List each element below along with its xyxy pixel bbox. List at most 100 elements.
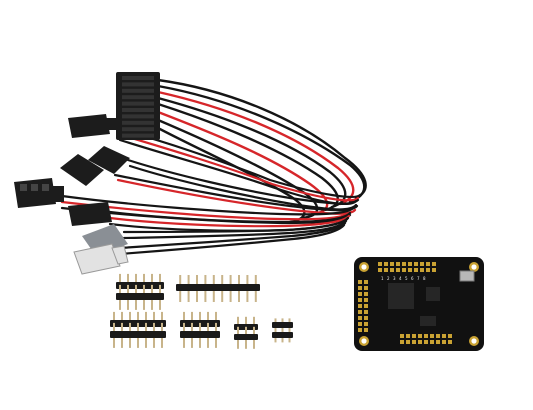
- multi-pin-connector: [116, 72, 160, 140]
- header-plastic: [272, 322, 293, 328]
- silkscreen-label: 2: [387, 276, 390, 281]
- pcb-pad: [396, 268, 400, 272]
- pcb-pad: [378, 262, 382, 266]
- mounting-holes: [359, 262, 479, 346]
- pcb-pad: [426, 268, 430, 272]
- header-pads-bottom: [400, 334, 452, 344]
- pcb-pad: [400, 340, 404, 344]
- header-pads-left: [358, 280, 368, 332]
- silkscreen-label: 6: [411, 276, 414, 281]
- pcb-pad: [420, 268, 424, 272]
- connector-cell: [122, 101, 154, 106]
- pcb-pad: [358, 292, 362, 296]
- header-plastic: [272, 332, 293, 338]
- pcb-pad: [384, 262, 388, 266]
- pin-header-right-angle-2x3: [272, 318, 293, 343]
- pcb-pad: [400, 334, 404, 338]
- pin-header-2x6-upper: [116, 273, 164, 310]
- pin-header-1x10-straight: [176, 275, 260, 302]
- header-pads-top: [378, 262, 436, 272]
- pcb-pad: [424, 334, 428, 338]
- silkscreen-label: 8: [423, 276, 426, 281]
- pcb-pad: [384, 268, 388, 272]
- pcb-pad: [358, 316, 362, 320]
- pcb-pad: [406, 340, 410, 344]
- pcb-pad: [364, 286, 368, 290]
- silkscreen-label: 3: [393, 276, 396, 281]
- pcb-pad: [424, 340, 428, 344]
- pcb-pad: [402, 268, 406, 272]
- pcb-pad: [390, 268, 394, 272]
- servo-plug-mid-left: [60, 154, 104, 186]
- pcb-pad: [426, 262, 430, 266]
- pcb-pad: [432, 262, 436, 266]
- header-plastic: [116, 293, 164, 300]
- pin-header-2x4: [180, 311, 220, 348]
- header-plastic: [176, 284, 260, 291]
- servo-plug-lower: [68, 202, 112, 226]
- connector-cell: [122, 76, 154, 80]
- mounting-hole-bore: [361, 338, 367, 344]
- pcb-pad: [408, 268, 412, 272]
- servo-wire-harness: [14, 72, 367, 275]
- pcb-pad: [432, 268, 436, 272]
- pin-header-2x6-lower: [110, 311, 166, 348]
- connector-cell: [122, 114, 154, 119]
- pcb-pad: [364, 322, 368, 326]
- pcb-pad: [364, 292, 368, 296]
- pcb-pad: [390, 262, 394, 266]
- pcb-pad: [406, 334, 410, 338]
- regulator-chip: [420, 316, 436, 326]
- pcb-pad: [358, 310, 362, 314]
- connector-cell: [122, 88, 154, 93]
- servo-plug-white: [73, 243, 129, 275]
- pin-header-2x3: [234, 316, 258, 349]
- pcb-pad: [358, 286, 362, 290]
- pcb-pad: [358, 298, 362, 302]
- pcb-pad: [412, 340, 416, 344]
- pcb-pad: [364, 298, 368, 302]
- silkscreen-label: 1: [381, 276, 384, 281]
- pcb-pad: [414, 262, 418, 266]
- mounting-hole-bore: [361, 264, 367, 270]
- pcb-pad: [442, 340, 446, 344]
- pcb-pad: [418, 340, 422, 344]
- pcb-pad: [364, 280, 368, 284]
- pcb-pad: [358, 304, 362, 308]
- usb-port: [459, 270, 475, 282]
- pcb-pad: [358, 322, 362, 326]
- pcb-pad: [378, 268, 382, 272]
- connector-cell: [122, 82, 154, 87]
- header-plastic: [234, 334, 258, 340]
- pcb-pad: [420, 262, 424, 266]
- pcb-pad: [436, 334, 440, 338]
- pcb-pad: [408, 262, 412, 266]
- pcb-pad: [414, 268, 418, 272]
- connector-cell: [122, 133, 154, 138]
- pcb-pad: [430, 340, 434, 344]
- pcb-pad: [364, 304, 368, 308]
- header-plastic: [180, 331, 220, 338]
- silkscreen-label: 7: [417, 276, 420, 281]
- pcb-pad: [396, 262, 400, 266]
- pcb-pad: [402, 262, 406, 266]
- servo-plug-left: [14, 178, 64, 208]
- mounting-hole-bore: [471, 264, 477, 270]
- pcb-pad: [412, 334, 416, 338]
- sensor-chip: [426, 287, 440, 301]
- mounting-hole-bore: [471, 338, 477, 344]
- pcb-pad: [436, 340, 440, 344]
- connector-cell: [122, 108, 154, 112]
- plug-hole: [20, 184, 27, 191]
- mcu-chip: [388, 283, 414, 309]
- header-plastic: [110, 331, 166, 338]
- silkscreen-label: 5: [405, 276, 408, 281]
- pin-header-set: [110, 273, 293, 349]
- pcb-pad: [358, 328, 362, 332]
- pcb-pad: [364, 310, 368, 314]
- connector-cell: [122, 120, 154, 125]
